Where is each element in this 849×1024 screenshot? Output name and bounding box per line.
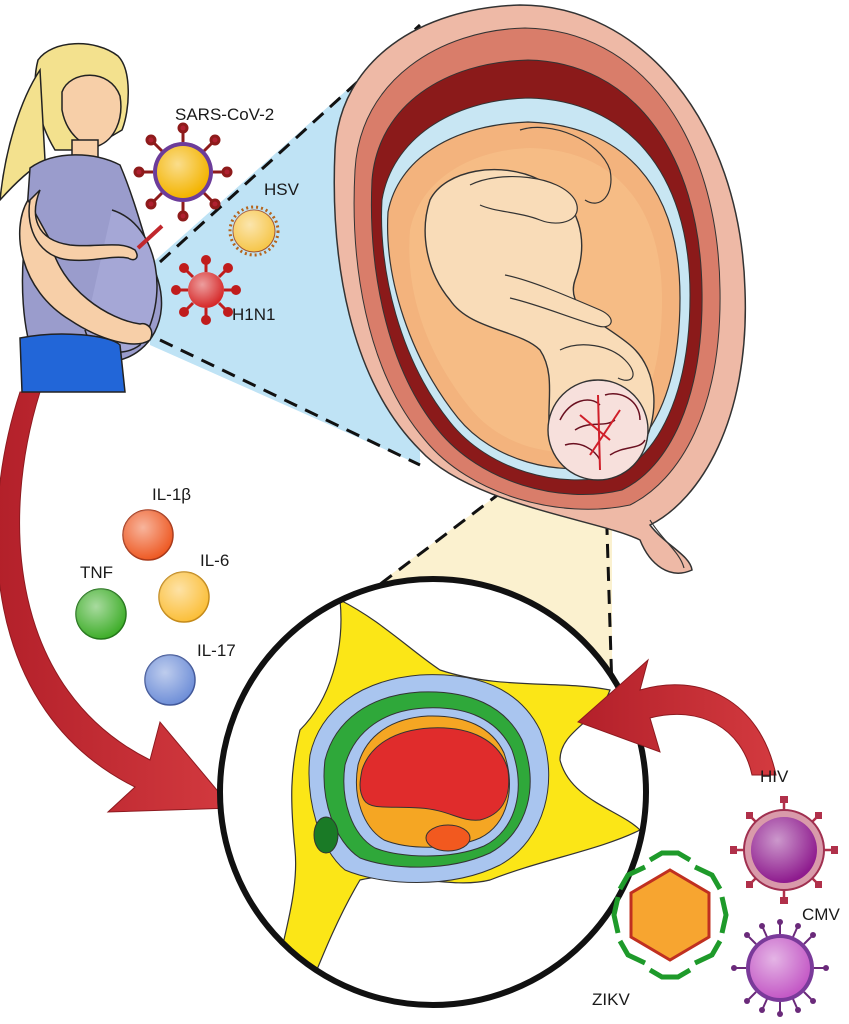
neuron-zoom-circle-border bbox=[217, 576, 649, 1008]
hiv-label: HIV bbox=[760, 767, 789, 786]
il-17-label: IL-17 bbox=[197, 641, 236, 660]
zikv-virus-icon bbox=[611, 850, 729, 980]
hiv-virus-icon bbox=[730, 796, 838, 904]
cmv-label: CMV bbox=[802, 905, 840, 924]
hsv-virus-icon bbox=[228, 205, 280, 257]
zoom-line-left bbox=[349, 476, 521, 609]
pregnant-woman-figure bbox=[0, 43, 164, 393]
zoom-line-top bbox=[158, 23, 422, 264]
zikv-label: ZIKV bbox=[592, 990, 630, 1009]
sars-cov-2-label: SARS-CoV-2 bbox=[175, 105, 274, 124]
zoom-line-bottom bbox=[159, 338, 421, 467]
zoom-line-right bbox=[604, 497, 614, 691]
tnf-label: TNF bbox=[80, 563, 113, 582]
tnf-cytokine-icon bbox=[75, 588, 127, 640]
il-6-cytokine-icon bbox=[158, 571, 210, 623]
fetal-brain bbox=[547, 379, 649, 481]
il-17-cytokine-icon bbox=[144, 654, 196, 706]
cmv-virus-icon bbox=[731, 919, 829, 1017]
h1n1-label: H1N1 bbox=[232, 305, 275, 324]
neuron-cross-section bbox=[269, 598, 642, 1005]
hsv-label: HSV bbox=[264, 180, 300, 199]
viral-infection-arrow bbox=[577, 658, 777, 776]
sars-cov-2-virus-icon bbox=[133, 122, 233, 222]
il-6-label: IL-6 bbox=[200, 551, 229, 570]
il-1b-label: IL-1β bbox=[152, 485, 191, 504]
maternal-inflammation-arrow bbox=[0, 391, 234, 813]
h1n1-virus-icon bbox=[171, 255, 241, 325]
il-1b-cytokine-icon bbox=[122, 509, 174, 561]
